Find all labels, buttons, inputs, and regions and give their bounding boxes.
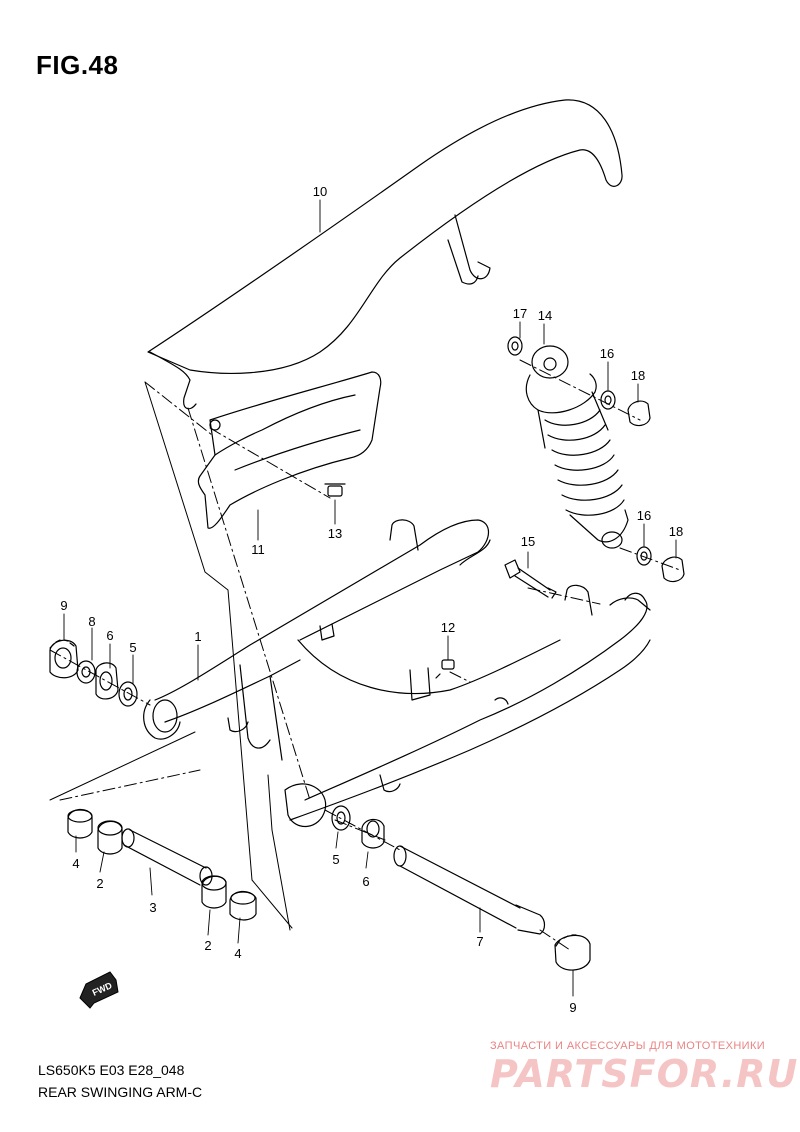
callout-16-upper: 16 — [600, 346, 614, 361]
callout-9-lower: 9 — [569, 1000, 576, 1015]
callout-11: 11 — [251, 542, 265, 557]
fwd-arrow-icon: FWD — [79, 971, 119, 1009]
swing-arm-part — [143, 519, 651, 828]
callout-3: 3 — [149, 900, 156, 915]
callout-18-upper: 18 — [631, 368, 645, 383]
washer-17-part — [507, 336, 523, 356]
callout-4-left: 4 — [72, 856, 79, 871]
callout-5-upper: 5 — [129, 640, 136, 655]
rear-shock-absorber-part — [525, 345, 629, 549]
watermark-logo: PARTSFOR.RU — [490, 1052, 799, 1096]
bolt-12-part — [435, 659, 455, 679]
bearings-spacer-part — [67, 808, 257, 921]
callout-10: 10 — [313, 184, 327, 199]
bushing-stack-left — [49, 639, 138, 707]
callout-5-lower: 5 — [332, 852, 339, 867]
callout-6-lower: 6 — [362, 874, 369, 889]
watermark-tagline: ЗАПЧАСТИ И АКСЕССУАРЫ ДЛЯ МОТОТЕХНИКИ — [490, 1040, 766, 1052]
bolt-13-part — [324, 483, 346, 497]
callout-1: 1 — [194, 629, 201, 644]
washer-16b-part — [636, 546, 652, 566]
callout-12: 12 — [441, 620, 455, 635]
callout-14: 14 — [538, 308, 552, 323]
callout-17: 17 — [513, 306, 527, 321]
diagram-code: LS650K5 E03 E28_048 — [38, 1062, 185, 1078]
callout-6-upper: 6 — [106, 628, 113, 643]
callout-9-upper: 9 — [60, 598, 67, 613]
cap-nut-18b-part — [661, 556, 685, 583]
callout-2-left: 2 — [96, 876, 103, 891]
callout-4-right: 4 — [234, 946, 241, 961]
callout-16-lower: 16 — [637, 508, 651, 523]
bolt-15-part — [504, 559, 557, 599]
callout-7: 7 — [476, 934, 483, 949]
cap-nut-18a-part — [627, 400, 651, 427]
callout-15: 15 — [521, 534, 535, 549]
figure-title: FIG.48 — [36, 50, 119, 80]
diagram-caption: REAR SWINGING ARM-C — [38, 1084, 203, 1100]
chain-guard-part — [197, 371, 382, 529]
spacer-6-part — [361, 818, 385, 849]
callout-2-right: 2 — [204, 938, 211, 953]
callout-8: 8 — [88, 614, 95, 629]
callout-18-lower: 18 — [669, 524, 683, 539]
chain-case-part — [147, 99, 623, 410]
pivot-bolt-part — [393, 845, 546, 935]
callout-13: 13 — [328, 526, 342, 541]
pivot-cap-part — [554, 934, 591, 971]
washer-5-part — [331, 805, 351, 831]
